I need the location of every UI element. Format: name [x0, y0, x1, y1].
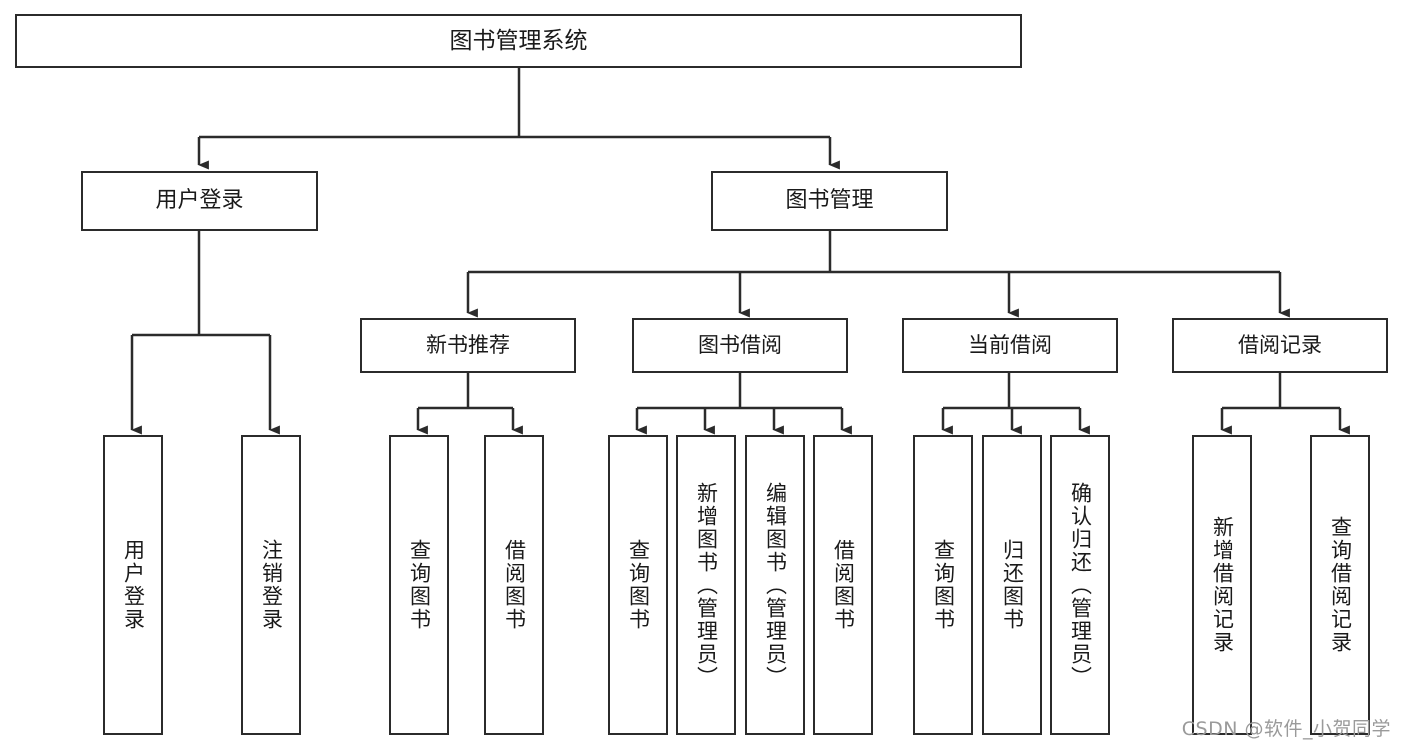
node-book-manage-label: 图书管理 [785, 188, 874, 214]
node-leaf-add-borrow-record[interactable]: 新增借阅记录 [1192, 435, 1252, 735]
node-leaf-return-book-label: 归还图书 [1000, 539, 1025, 631]
node-new-book-recommend-label: 新书推荐 [426, 333, 510, 358]
node-book-manage[interactable]: 图书管理 [711, 171, 948, 231]
node-leaf-query-book-recommend[interactable]: 查询图书 [389, 435, 449, 735]
node-leaf-query-borrow-record-label: 查询借阅记录 [1328, 516, 1353, 654]
node-leaf-borrow-book-recommend[interactable]: 借阅图书 [484, 435, 544, 735]
node-leaf-query-borrow-record[interactable]: 查询借阅记录 [1310, 435, 1370, 735]
node-leaf-add-book-admin-label: 新增图书（管理员） [694, 481, 719, 689]
node-user-login-label: 用户登录 [155, 188, 244, 214]
node-leaf-add-borrow-record-label: 新增借阅记录 [1210, 516, 1235, 654]
node-leaf-confirm-return-admin-label: 确认归还（管理员） [1068, 481, 1093, 689]
node-user-login[interactable]: 用户登录 [81, 171, 318, 231]
node-borrow-records-label: 借阅记录 [1238, 333, 1322, 358]
node-leaf-user-login-label: 用户登录 [121, 539, 146, 631]
node-leaf-query-book-current-label: 查询图书 [931, 539, 956, 631]
node-book-borrow[interactable]: 图书借阅 [632, 318, 848, 373]
node-leaf-borrow-book-recommend-label: 借阅图书 [502, 539, 527, 631]
node-leaf-query-book-borrow-label: 查询图书 [626, 539, 651, 631]
node-leaf-query-book-current[interactable]: 查询图书 [913, 435, 973, 735]
node-new-book-recommend[interactable]: 新书推荐 [360, 318, 576, 373]
node-leaf-return-book[interactable]: 归还图书 [982, 435, 1042, 735]
node-borrow-records[interactable]: 借阅记录 [1172, 318, 1388, 373]
node-leaf-user-login[interactable]: 用户登录 [103, 435, 163, 735]
node-leaf-logout[interactable]: 注销登录 [241, 435, 301, 735]
node-leaf-logout-label: 注销登录 [259, 539, 284, 631]
node-book-borrow-label: 图书借阅 [698, 333, 782, 358]
csdn-watermark: CSDN @软件_小贺同学 [1181, 718, 1391, 740]
node-leaf-edit-book-admin[interactable]: 编辑图书（管理员） [745, 435, 805, 735]
node-current-borrow-label: 当前借阅 [968, 333, 1052, 358]
node-leaf-query-book-borrow[interactable]: 查询图书 [608, 435, 668, 735]
node-leaf-edit-book-admin-label: 编辑图书（管理员） [763, 481, 788, 689]
node-leaf-borrow-book[interactable]: 借阅图书 [813, 435, 873, 735]
node-current-borrow[interactable]: 当前借阅 [902, 318, 1118, 373]
node-leaf-query-book-recommend-label: 查询图书 [407, 539, 432, 631]
node-leaf-confirm-return-admin[interactable]: 确认归还（管理员） [1050, 435, 1110, 735]
node-root-label: 图书管理系统 [449, 27, 588, 54]
node-root[interactable]: 图书管理系统 [15, 14, 1022, 68]
node-leaf-add-book-admin[interactable]: 新增图书（管理员） [676, 435, 736, 735]
node-leaf-borrow-book-label: 借阅图书 [831, 539, 856, 631]
